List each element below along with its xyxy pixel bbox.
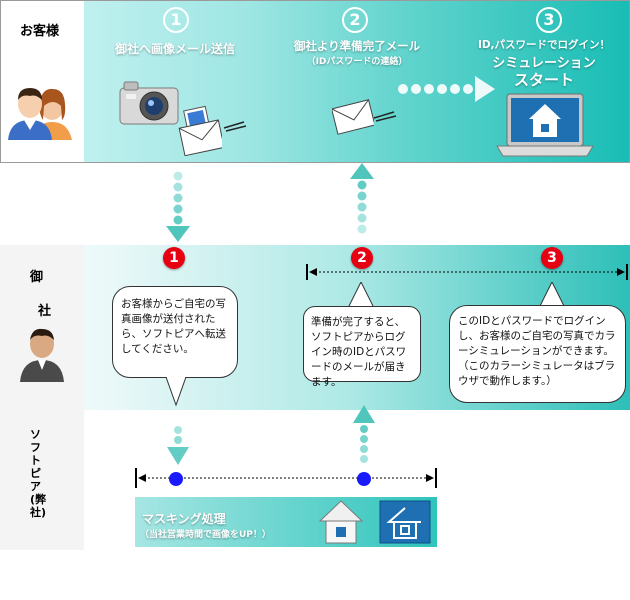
people-icon — [8, 88, 72, 140]
motion-lines-icon — [373, 111, 397, 122]
mid-step-3-text: このIDとパスワードでログインし、お客様のご自宅の写真でカラーシミュレーションが… — [458, 315, 616, 387]
up-arrow-2-icon — [350, 163, 374, 234]
mail-icon — [332, 99, 374, 135]
up-arrow-4-icon — [353, 405, 375, 463]
mid-step-3-number: 3 — [541, 247, 563, 269]
mid-step-2-text: 準備が完了すると、ソフトピアからログイン時のIDとパスワードのメールが届きます。 — [311, 316, 407, 388]
mid-step-1-bubble: お客様からご自宅の写真画像が送付されたら、ソフトピアへ転送してください。 — [112, 286, 238, 378]
company-label-column — [0, 245, 84, 410]
top-step-2-number: 2 — [342, 7, 368, 33]
mid-step-2-bubble: 準備が完了すると、ソフトピアからログイン時のIDとパスワードのメールが届きます。 — [303, 306, 421, 388]
down-arrow-3-icon — [167, 426, 189, 465]
top-step-1-number: 1 — [163, 7, 189, 33]
top-step-3-title-line3: スタート — [513, 71, 574, 89]
period-arrow-icon — [306, 264, 628, 280]
top-step-3-number: 3 — [536, 7, 562, 33]
softpia-label: ソフトピア(弊社) — [30, 428, 47, 519]
softpia-label-column — [0, 410, 84, 550]
house-icon — [379, 500, 431, 544]
laptop-house-icon — [496, 93, 594, 157]
masking-title: マスキング処理 — [142, 512, 226, 526]
camera-icon — [119, 81, 179, 125]
top-step-3-title-line2: シミュレーション — [492, 56, 596, 71]
top-step-1-title: 御社へ画像メール送信 — [114, 42, 235, 56]
timeline-dot-end — [357, 472, 371, 486]
bubble-tail — [347, 282, 375, 308]
timeline-arrow-icon — [135, 468, 437, 488]
house-icon — [318, 500, 364, 544]
top-step-3-title-line1: ID,パスワードでログイン！ — [477, 39, 611, 51]
mid-step-2-number: 2 — [351, 247, 373, 269]
dotted-arrow-icon — [398, 76, 495, 102]
mid-step-1-number: 1 — [163, 247, 185, 269]
mid-step-3-bubble: このIDとパスワードでログインし、お客様のご自宅の写真でカラーシミュレーションが… — [449, 305, 626, 403]
down-arrow-1-icon — [166, 171, 190, 242]
top-step-2-title: 御社より準備完了メール — [293, 39, 421, 53]
bubble-tail — [538, 282, 566, 308]
motion-lines-icon — [223, 121, 247, 132]
mid-step-1-text: お客様からご自宅の写真画像が送付されたら、ソフトピアへ転送してください。 — [121, 298, 226, 355]
bubble-tail — [166, 377, 186, 407]
top-step-2-subtitle: （IDパスワードの連絡） — [306, 57, 408, 67]
company-label-1: 御 — [30, 270, 44, 285]
timeline-dot-start — [169, 472, 183, 486]
person-icon — [20, 328, 64, 382]
mail-icon — [178, 105, 222, 156]
customer-label: お客様 — [20, 24, 60, 39]
company-label-2: 社 — [38, 304, 52, 319]
masking-subtitle: （当社営業時間で画像をUP！） — [140, 530, 271, 540]
